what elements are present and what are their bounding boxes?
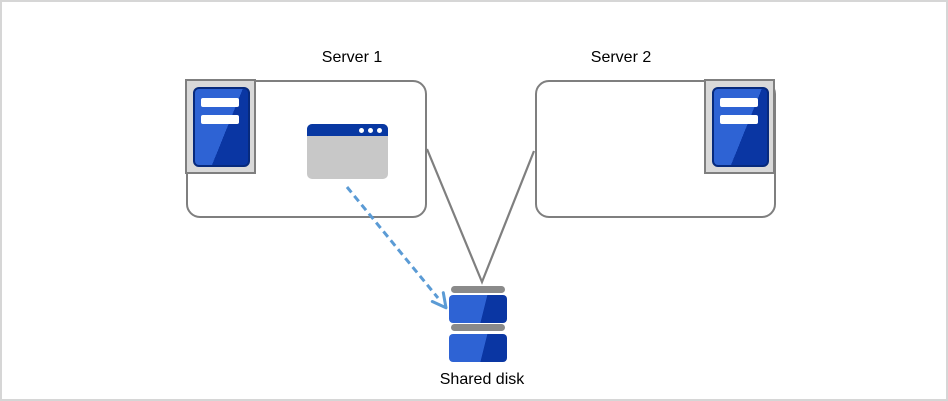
- window-dot-icon: [359, 127, 364, 133]
- tower-slot: [201, 98, 239, 107]
- server-tower-icon: [712, 87, 769, 167]
- server1-label: Server 1: [321, 49, 383, 66]
- disk-cap: [451, 286, 505, 293]
- disk-cap: [451, 324, 505, 331]
- tower-slot: [720, 98, 758, 107]
- tower-slot: [201, 115, 239, 124]
- window-dot-icon: [368, 127, 373, 133]
- shared-disk-label: Shared disk: [439, 371, 525, 388]
- app-window-titlebar: [307, 124, 388, 136]
- disk-platter: [449, 295, 507, 323]
- window-dot-icon: [377, 127, 382, 133]
- arrowhead-icon: [430, 291, 448, 310]
- server1-icon-square: [185, 79, 256, 174]
- disk-platter: [449, 334, 507, 362]
- server2-icon-square: [704, 79, 775, 174]
- connector-servers-to-disk: [425, 148, 536, 285]
- tower-slot: [720, 115, 758, 124]
- server2-label: Server 2: [590, 49, 652, 66]
- server-tower-icon: [193, 87, 250, 167]
- app-window-icon: [307, 124, 388, 179]
